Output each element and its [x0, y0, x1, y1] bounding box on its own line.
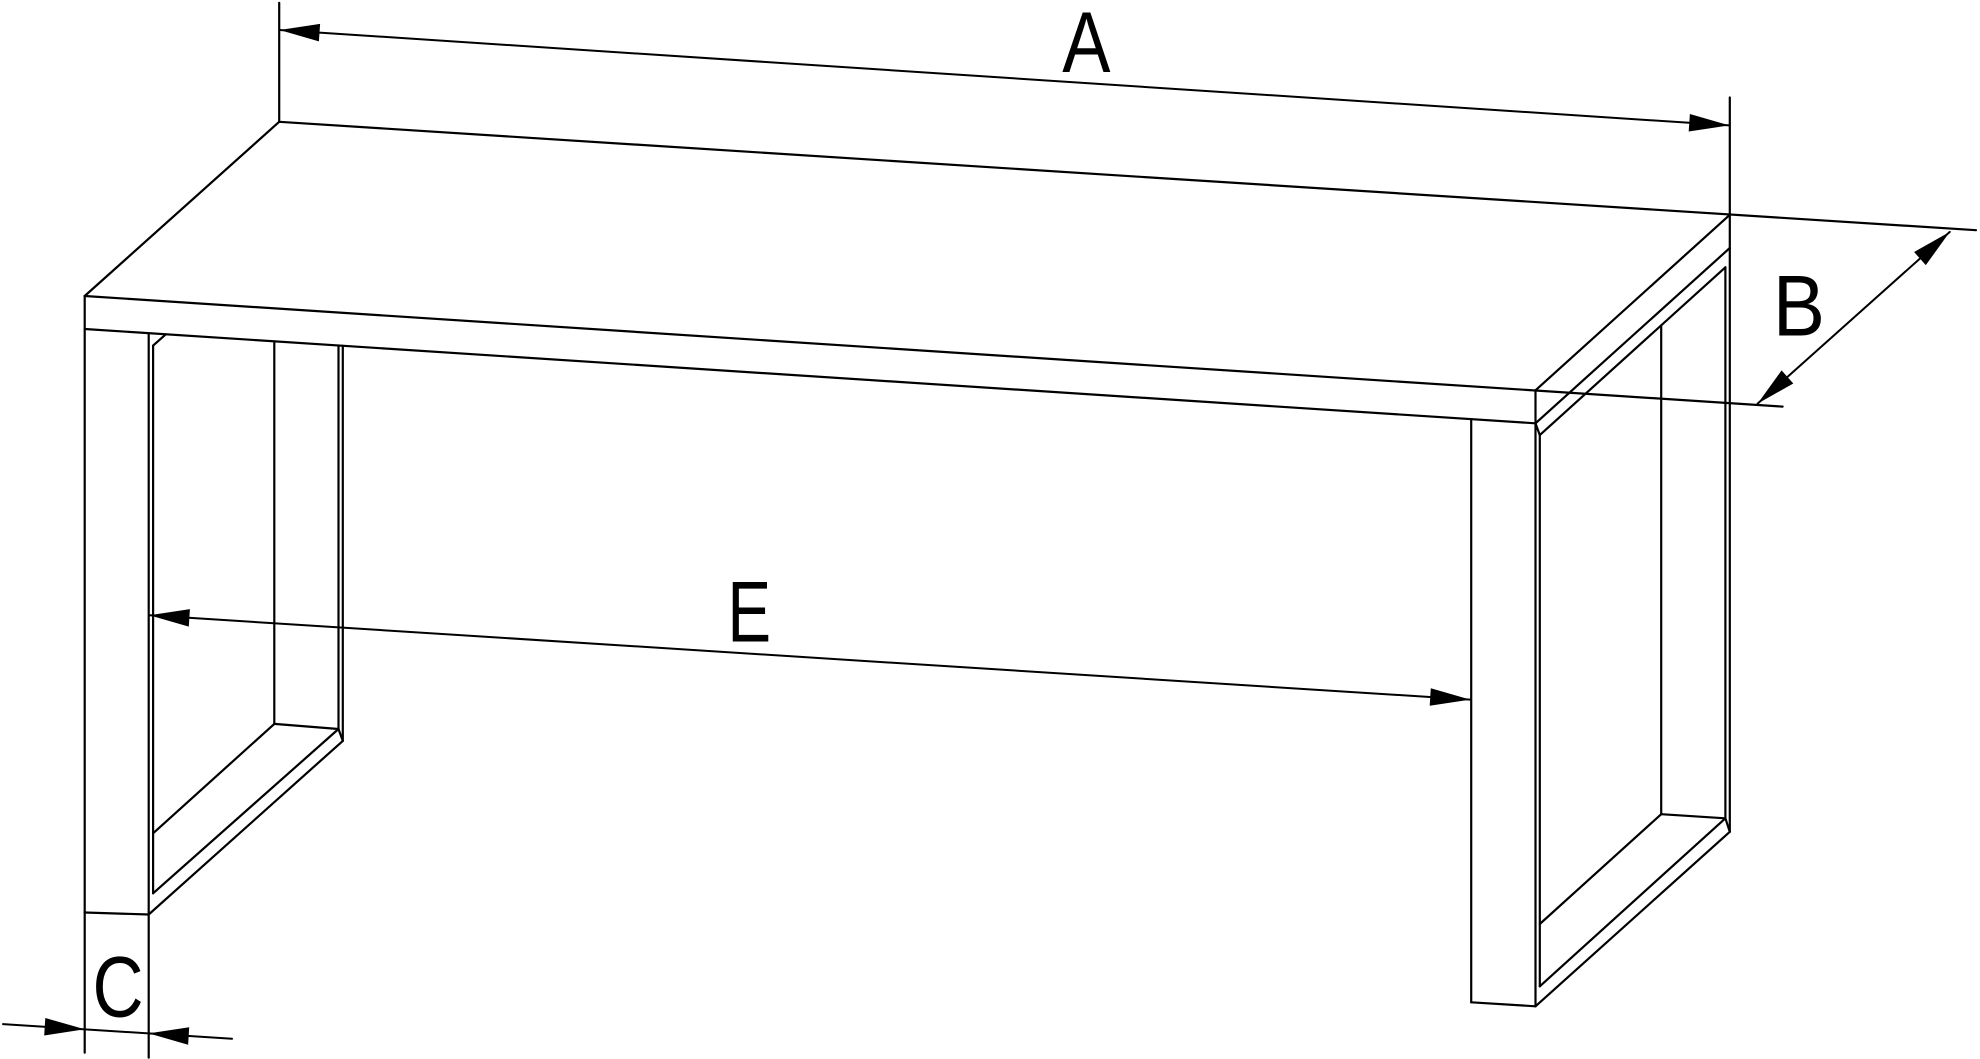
svg-text:A: A: [1062, 0, 1110, 90]
svg-text:E: E: [727, 565, 771, 661]
svg-text:B: B: [1773, 258, 1825, 354]
svg-text:C: C: [92, 939, 143, 1035]
